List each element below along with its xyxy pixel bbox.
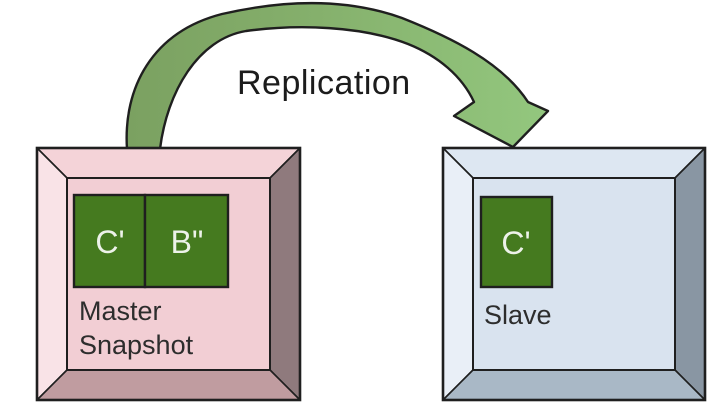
master-block-b-label: B" <box>171 224 204 260</box>
master-bevel-top <box>36 147 301 179</box>
master-bevel-left <box>36 147 68 401</box>
master-block-c <box>72 193 147 289</box>
slave-outline <box>441 146 707 402</box>
replication-arrow-icon <box>125 1 550 151</box>
master-label-line2: Snapshot <box>79 330 194 360</box>
slave-bevel-left <box>442 147 474 401</box>
master-bevel-right <box>269 147 301 401</box>
replication-label: Replication <box>237 64 411 102</box>
master-bevel-bottom <box>36 369 301 401</box>
slave-block-c <box>479 195 554 289</box>
master-block-b <box>143 193 230 289</box>
slave-block-c-label: C' <box>501 225 530 261</box>
master-snapshot-box: C' B" Master Snapshot <box>35 146 302 402</box>
master-outline <box>35 146 302 402</box>
master-block-c-label: C' <box>95 224 124 260</box>
slave-bevel-right <box>674 147 706 401</box>
slave-box: C' Slave <box>441 146 707 402</box>
master-label-line1: Master <box>79 296 162 326</box>
slave-bevel-bottom <box>442 369 706 401</box>
slave-bevel-top <box>442 147 706 179</box>
slave-label: Slave <box>484 300 552 330</box>
